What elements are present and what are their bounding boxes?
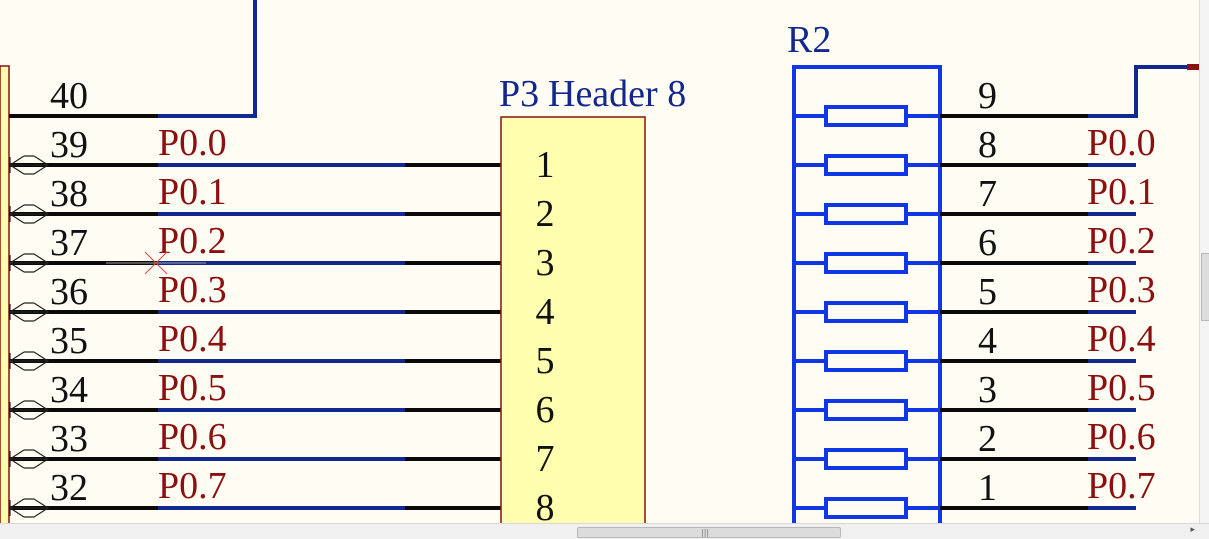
resnet-net-label: P0.3 <box>1087 269 1156 311</box>
io-direction-icon <box>8 400 50 420</box>
u1-pin-number: 36 <box>50 271 88 313</box>
resistor-icon[interactable] <box>824 154 908 176</box>
resnet-pin-number: 7 <box>978 173 997 215</box>
u1-pin-number: 37 <box>50 222 88 264</box>
header-pin-number: 2 <box>536 193 555 235</box>
resnet-net-label: P0.4 <box>1087 318 1156 360</box>
resistor-icon[interactable] <box>824 350 908 372</box>
vertical-scrollbar[interactable] <box>1199 0 1209 523</box>
resnet-pin-number: 9 <box>978 75 997 117</box>
horizontal-scrollbar[interactable]: ||| ▸ <box>0 523 1209 539</box>
resistor-icon[interactable] <box>824 105 908 127</box>
resnet-designator: R2 <box>787 19 831 61</box>
io-direction-icon <box>8 155 50 175</box>
u1-net-label: P0.2 <box>158 220 227 262</box>
io-direction-icon <box>8 449 50 469</box>
io-direction-icon <box>8 498 50 518</box>
header-pin-number: 6 <box>536 389 555 431</box>
resistor-network: 9 8 7 6 5 4 3 2 1 P0.0P0.1P0.2P0.3P0.4P0.5P0.6P0.… <box>794 75 1156 519</box>
io-direction-icon <box>8 204 50 224</box>
resnet-net-label: P0.2 <box>1087 220 1156 262</box>
grip-icon: ||| <box>701 528 710 537</box>
schematic-canvas[interactable]: 40393837363534333231P0.0P0.1P0.2P0.3P0.4… <box>0 0 1199 523</box>
u1-net-label: P0.6 <box>158 416 227 458</box>
header-pins: 1 2 3 4 5 6 7 8 <box>536 144 555 523</box>
top-wire[interactable] <box>158 0 257 118</box>
header-pin-number: 4 <box>536 291 555 333</box>
cursor-crosshair <box>106 251 206 275</box>
u1-pin-number: 40 <box>50 75 88 117</box>
header-pin-number: 7 <box>536 438 555 480</box>
u1-pin-number: 33 <box>50 418 88 460</box>
header-pin-number: 5 <box>536 340 555 382</box>
resnet-pin-number: 2 <box>978 418 997 460</box>
resnet-net-label: P0.5 <box>1087 367 1156 409</box>
header-body[interactable] <box>500 116 646 523</box>
u1-pin-number: 32 <box>50 467 88 509</box>
header-pin-number: 8 <box>536 487 555 523</box>
resistor-icon[interactable] <box>824 497 908 519</box>
resnet-pin-number: 3 <box>978 369 997 411</box>
resnet-pin-number: 6 <box>978 222 997 264</box>
resistor-icon[interactable] <box>824 252 908 274</box>
resnet-pin-number: 4 <box>978 320 997 362</box>
resnet-net-label: P0.1 <box>1087 171 1156 213</box>
u1-net-label: P0.7 <box>158 465 227 507</box>
resnet-pin-number: 8 <box>978 124 997 166</box>
resistor-icon[interactable] <box>824 448 908 470</box>
header-comment: Header 8 <box>548 73 686 115</box>
resnet-pin-number: 5 <box>978 271 997 313</box>
header-pin-number: 1 <box>536 144 555 186</box>
io-direction-icon <box>8 253 50 273</box>
resnet-pin9-wire[interactable] <box>1088 65 1188 118</box>
scroll-right-arrow-icon[interactable]: ▸ <box>1190 525 1195 535</box>
u1-pins: 40 39 38 37 36 35 34 33 32 31 P0.0P0.1P0.2P0.3P0.4… <box>8 75 501 523</box>
header-designator: P3 <box>499 73 539 115</box>
resnet-pin-number: 1 <box>978 467 997 509</box>
u1-body[interactable] <box>0 65 10 523</box>
resnet-left-bus[interactable] <box>792 65 942 523</box>
resnet-net-label: P0.0 <box>1087 122 1156 164</box>
u1-net-label: P0.4 <box>158 318 227 360</box>
u1-net-label: P0.5 <box>158 367 227 409</box>
u1-net-label: P0.1 <box>158 171 227 213</box>
u1-pin-number: 35 <box>50 320 88 362</box>
u1-pin-number: 39 <box>50 124 88 166</box>
horizontal-scroll-thumb[interactable]: ||| <box>577 527 841 538</box>
resistor-icon[interactable] <box>824 301 908 323</box>
u1-pin-number: 38 <box>50 173 88 215</box>
resnet-net-label: P0.7 <box>1087 465 1156 507</box>
u1-pin-number: 31 <box>50 516 88 523</box>
io-direction-icon <box>8 351 50 371</box>
u1-pin-number: 34 <box>50 369 88 411</box>
resistor-icon[interactable] <box>824 203 908 225</box>
resnet-net-label: P0.6 <box>1087 416 1156 458</box>
resistor-icon[interactable] <box>824 399 908 421</box>
io-direction-icon <box>8 302 50 322</box>
vertical-scroll-thumb[interactable] <box>1201 253 1209 321</box>
wire-end-marker <box>1187 64 1199 70</box>
header-pin-number: 3 <box>536 242 555 284</box>
u1-net-label: P0.0 <box>158 122 227 164</box>
u1-net-label: P0.3 <box>158 269 227 311</box>
